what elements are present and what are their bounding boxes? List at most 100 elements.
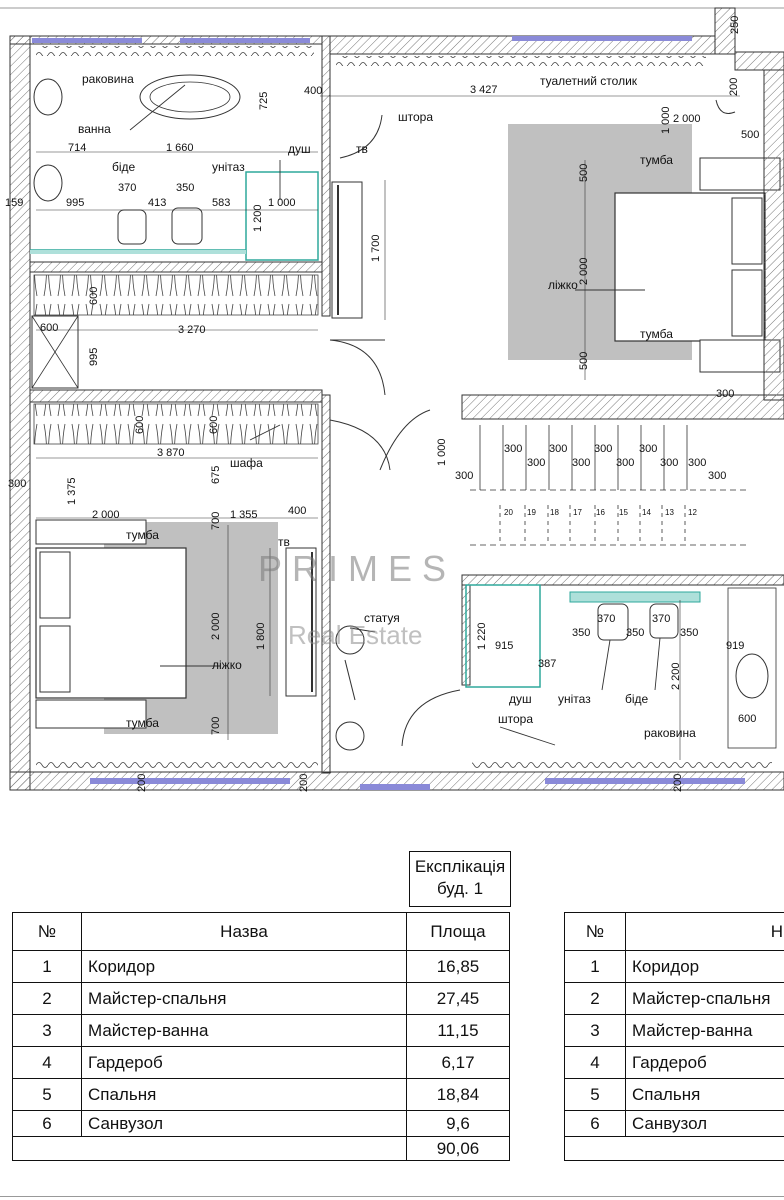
row-name: Спальня: [625, 1078, 784, 1111]
label-bed-master: ліжко: [548, 278, 578, 292]
row-name: Майстер-ванна: [81, 1014, 407, 1047]
row-area: 9,6: [406, 1110, 510, 1137]
label-bed-bedroom: ліжко: [212, 658, 242, 672]
label-nightstand-bedroom-2: тумба: [126, 716, 159, 730]
dim-200-bottom-left: 200: [136, 773, 148, 792]
dim-1000-stair: 1 000: [436, 438, 448, 466]
row-number: 6: [564, 1110, 626, 1137]
explication-header: Експлікація буд. 1: [409, 851, 511, 907]
row-name: Санвузол: [625, 1110, 784, 1137]
label-dressing-table: туалетний столик: [540, 74, 638, 88]
dim-1375: 1 375: [66, 477, 78, 505]
dim-1220: 1 220: [476, 622, 488, 650]
bottom-border: [0, 1196, 784, 1197]
label-statue: статуя: [364, 611, 400, 625]
dim-370-bath-2: 370: [652, 613, 671, 625]
table-row: 6 Санвузол 9,6: [12, 1110, 510, 1137]
row-name: Майстер-ванна: [625, 1014, 784, 1047]
dim-stair-5: 300: [455, 470, 474, 482]
dim-250: 250: [729, 15, 741, 34]
dim-400-bedroom: 400: [288, 505, 307, 517]
dim-stair-9: 300: [660, 457, 679, 469]
watermark-subtitle: Real Estate: [288, 620, 423, 650]
row-area: 27,45: [406, 982, 510, 1015]
dim-387: 387: [538, 658, 557, 670]
dim-1700: 1 700: [370, 234, 382, 262]
dim-159: 159: [5, 197, 24, 209]
label-nightstand-master-2: тумба: [640, 327, 673, 341]
label-toilet-bathroom: унітаз: [558, 692, 591, 706]
dim-1355: 1 355: [230, 509, 258, 521]
stair-step-number: 18: [550, 508, 559, 517]
stair-step-number: 19: [527, 508, 536, 517]
label-shower-master-bath: душ: [288, 142, 311, 156]
dim-995-master: 995: [66, 197, 85, 209]
row-area: 16,85: [406, 950, 510, 983]
dim-3427: 3 427: [470, 84, 498, 96]
row-name: Гардероб: [625, 1046, 784, 1079]
label-bidet-master-bath: біде: [112, 160, 136, 174]
label-shower-bathroom: душ: [509, 692, 532, 706]
dim-2000-top: 2 000: [673, 113, 701, 125]
watermark-logo: PRIMES: [258, 548, 457, 589]
secondary-header-row: № Н: [564, 912, 784, 951]
dim-700-bedroom-2: 700: [210, 716, 222, 735]
dim-200-top: 200: [728, 77, 740, 96]
dim-stair-7: 300: [572, 457, 591, 469]
explication-header-row: № Назва Площа: [12, 912, 510, 951]
dim-600-wardrobe-3: 600: [208, 415, 220, 434]
dim-714: 714: [68, 142, 87, 154]
dim-500-master-1: 500: [578, 163, 590, 182]
dim-600-bath: 600: [738, 713, 757, 725]
row-number: 1: [12, 950, 82, 983]
stair-step-number: 17: [573, 508, 582, 517]
label-bidet-bathroom: біде: [625, 692, 649, 706]
secondary-total-spacer: [564, 1136, 784, 1161]
dim-370-bath-1: 370: [597, 613, 616, 625]
label-tv-corridor: тв: [356, 142, 368, 156]
row-number: 2: [12, 982, 82, 1015]
dim-200-bottom-right: 200: [672, 773, 684, 792]
dim-350-bath-2: 350: [626, 627, 645, 639]
floor-plan: раковина ванна біде унітаз душ тв штора …: [0, 7, 784, 792]
label-curtain-bathroom: штора: [498, 712, 534, 726]
label-nightstand-bedroom-1: тумба: [126, 528, 159, 542]
secondary-column-name: Н: [625, 912, 784, 951]
dim-1800: 1 800: [255, 622, 267, 650]
dim-1200: 1 200: [252, 204, 264, 232]
dim-583: 583: [212, 197, 231, 209]
secondary-column-number: №: [564, 912, 626, 951]
dim-995-wardrobe: 995: [88, 347, 100, 366]
dim-400-top: 400: [304, 85, 323, 97]
stair-step-number: 15: [619, 508, 628, 517]
dim-915: 915: [495, 640, 514, 652]
dim-725: 725: [258, 91, 270, 110]
row-number: 6: [12, 1110, 82, 1137]
label-curtain-master-bedroom: штора: [398, 110, 434, 124]
row-name: Майстер-спальня: [625, 982, 784, 1015]
dim-stair-10: 300: [708, 470, 727, 482]
stair-step-number: 20: [504, 508, 513, 517]
table-row: 1 Коридор 16,85: [12, 950, 510, 983]
row-number: 4: [564, 1046, 626, 1079]
dim-3270: 3 270: [178, 324, 206, 336]
column-name: Назва: [81, 912, 407, 951]
label-wardrobe: шафа: [230, 456, 263, 470]
dim-675: 675: [210, 465, 222, 484]
dim-600-wardrobe-1: 600: [88, 286, 100, 305]
dim-919: 919: [726, 640, 745, 652]
row-name: Гардероб: [81, 1046, 407, 1079]
dim-2000-bedroom: 2 000: [92, 509, 120, 521]
dim-stair-11: 300: [688, 457, 707, 469]
dim-1000-shower: 1 000: [268, 197, 296, 209]
table-row: 4 Гардероб 6,17: [12, 1046, 510, 1079]
row-number: 4: [12, 1046, 82, 1079]
